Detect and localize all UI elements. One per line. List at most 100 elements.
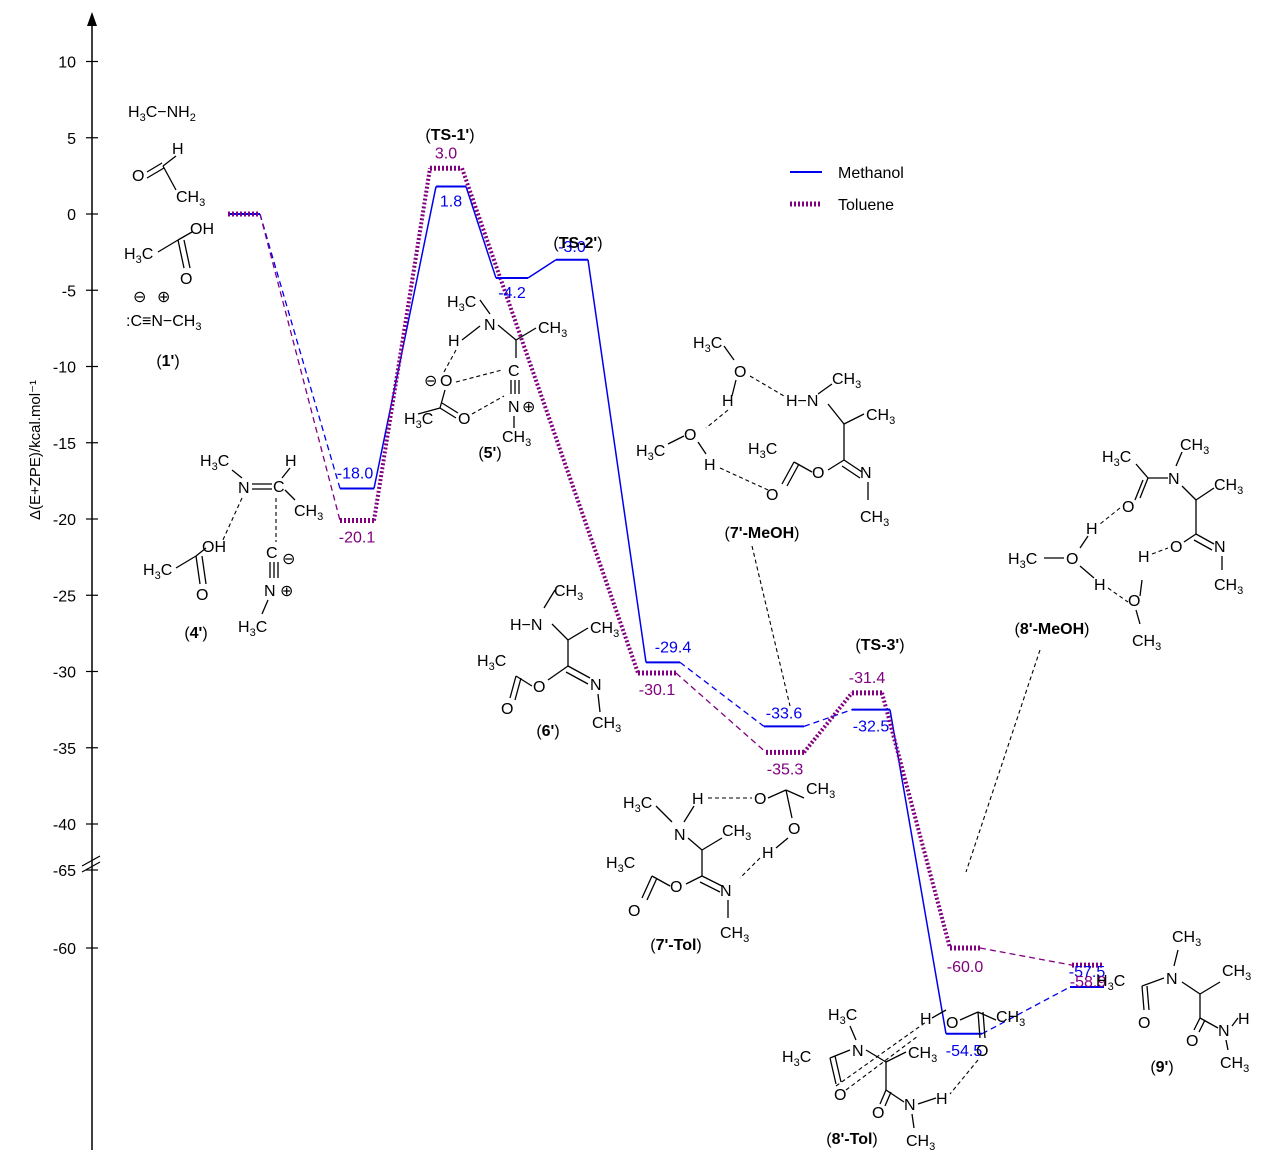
y-tick-label: 0 — [67, 207, 76, 224]
connector-methanol — [259, 213, 341, 489]
svg-text:O: O — [754, 791, 766, 808]
compound-label-c8m: (8'-MeOH) — [1015, 621, 1090, 638]
svg-text:⊖: ⊖ — [282, 551, 295, 568]
compound-label-c8t: (8'-Tol) — [826, 1131, 878, 1148]
svg-text:O: O — [872, 1105, 884, 1122]
svg-text:⊕: ⊕ — [157, 289, 170, 306]
connector-toluene — [802, 691, 854, 754]
svg-text:H3C: H3C — [606, 855, 635, 875]
svg-text:CH3: CH3 — [1222, 963, 1251, 983]
compound-label-c7m: (7'-MeOH) — [725, 525, 800, 542]
svg-text:H3C: H3C — [447, 294, 476, 314]
svg-text:O: O — [834, 1087, 846, 1104]
svg-text:H: H — [1238, 1011, 1250, 1028]
compound-label-c1: (1') — [156, 353, 179, 370]
svg-text:CH3: CH3 — [1180, 437, 1209, 457]
svg-text:H3C: H3C — [200, 453, 229, 473]
connector-methanol — [803, 709, 853, 728]
svg-text:CH3: CH3 — [1220, 1055, 1249, 1075]
compound-label-cts2: (TS-2') — [553, 235, 602, 252]
svg-text::C≡N−CH3: :C≡N−CH3 — [126, 313, 201, 333]
legend-methanol-label: Methanol — [838, 165, 904, 182]
y-tick-label: -30 — [53, 665, 76, 682]
connector-toluene — [880, 692, 952, 949]
y-tick-label: 10 — [58, 55, 76, 72]
compound-label-cts1: (TS-1') — [425, 127, 474, 144]
svg-text:H3C: H3C — [636, 443, 665, 463]
value-label-methanol: -18.0 — [337, 466, 374, 483]
y-tick-label: -35 — [53, 741, 76, 758]
connector-toluene — [372, 167, 432, 521]
value-label-toluene: -30.1 — [639, 682, 676, 699]
svg-text:O: O — [812, 465, 824, 482]
value-label-methanol: -54.5 — [946, 1043, 983, 1060]
svg-text:N: N — [508, 399, 520, 416]
compound-label-c6: (6') — [536, 723, 559, 740]
y-tick-label: -25 — [53, 588, 76, 605]
svg-text:H3C: H3C — [143, 562, 172, 582]
svg-text:CH3: CH3 — [1172, 929, 1201, 949]
svg-text:H3C: H3C — [1102, 449, 1131, 469]
svg-text:CH3: CH3 — [502, 429, 531, 449]
svg-text:H: H — [920, 1011, 932, 1028]
svg-text:H−N: H−N — [510, 617, 542, 634]
svg-text:C: C — [266, 545, 278, 562]
svg-text:H: H — [722, 393, 734, 410]
svg-text:C: C — [273, 479, 285, 496]
svg-text:OH: OH — [190, 221, 214, 238]
svg-text:N: N — [904, 1097, 916, 1114]
energy-levels — [228, 165, 1104, 1035]
svg-text:O: O — [788, 821, 800, 838]
compound-labels: (1')(4')(TS-1')(TS-2')(5')(6')(7'-MeOH)(… — [156, 127, 1173, 1148]
svg-text:O: O — [628, 903, 640, 920]
structure-8-meoh: H3C N CH3 O CH3 N CH3 O H O H3C H O CH3 … — [1008, 437, 1243, 653]
svg-text:OH: OH — [202, 539, 226, 556]
compound-label-cts3: (TS-3') — [855, 637, 904, 654]
svg-text:CH3: CH3 — [1132, 633, 1161, 653]
value-labels: -18.01.8-4.2-3.0-29.4-33.6-32.5-54.5-57.… — [337, 145, 1107, 1060]
svg-text:N: N — [484, 317, 496, 334]
svg-text:CH3: CH3 — [806, 781, 835, 801]
svg-text:O: O — [1066, 551, 1078, 568]
svg-text:H3C: H3C — [693, 335, 722, 355]
svg-text:CH3: CH3 — [996, 1009, 1025, 1029]
y-tick-label: -65 — [53, 863, 76, 880]
svg-text:CH3: CH3 — [908, 1045, 937, 1065]
svg-text:N: N — [674, 827, 686, 844]
connector-methanol — [465, 186, 497, 279]
svg-text:H: H — [762, 845, 774, 862]
svg-text:H: H — [448, 333, 460, 350]
connector-methanol — [527, 259, 557, 279]
svg-text:H3C: H3C — [124, 246, 153, 266]
structure-9: CH3 N H3C O CH3 O N H CH3 — [1096, 929, 1251, 1075]
svg-text:CH3: CH3 — [554, 583, 583, 603]
svg-text:N: N — [590, 677, 602, 694]
svg-text:CH3: CH3 — [1214, 577, 1243, 597]
svg-text:H3C: H3C — [477, 653, 506, 673]
svg-text:O: O — [734, 364, 746, 381]
svg-text:O: O — [766, 487, 778, 504]
svg-text:N: N — [1166, 971, 1178, 988]
svg-text:CH3: CH3 — [866, 407, 895, 427]
svg-text:H3C: H3C — [1096, 973, 1125, 993]
legend-toluene-label: Toluene — [838, 197, 894, 214]
connector-toluene — [675, 672, 767, 753]
connectors — [259, 167, 1073, 1035]
svg-text:H: H — [1086, 521, 1098, 538]
svg-text:H3C: H3C — [1008, 551, 1037, 571]
value-label-toluene: -58.9 — [1070, 974, 1107, 991]
svg-text:N: N — [238, 480, 250, 497]
svg-text:O: O — [684, 427, 696, 444]
value-label-methanol: -32.5 — [853, 719, 890, 736]
svg-text:H−N: H−N — [786, 393, 818, 410]
y-tick-label: -40 — [53, 817, 76, 834]
y-axis-arrow — [87, 12, 97, 26]
value-label-toluene: -20.1 — [339, 530, 376, 547]
value-label-toluene: -35.3 — [767, 761, 804, 778]
connector-toluene — [460, 167, 640, 674]
svg-text:N: N — [264, 583, 276, 600]
svg-text:⊕: ⊕ — [280, 583, 293, 600]
y-axis-title: Δ(E+ZPE)/kcal.mol⁻¹ — [27, 380, 44, 520]
svg-text:N: N — [1214, 539, 1226, 556]
